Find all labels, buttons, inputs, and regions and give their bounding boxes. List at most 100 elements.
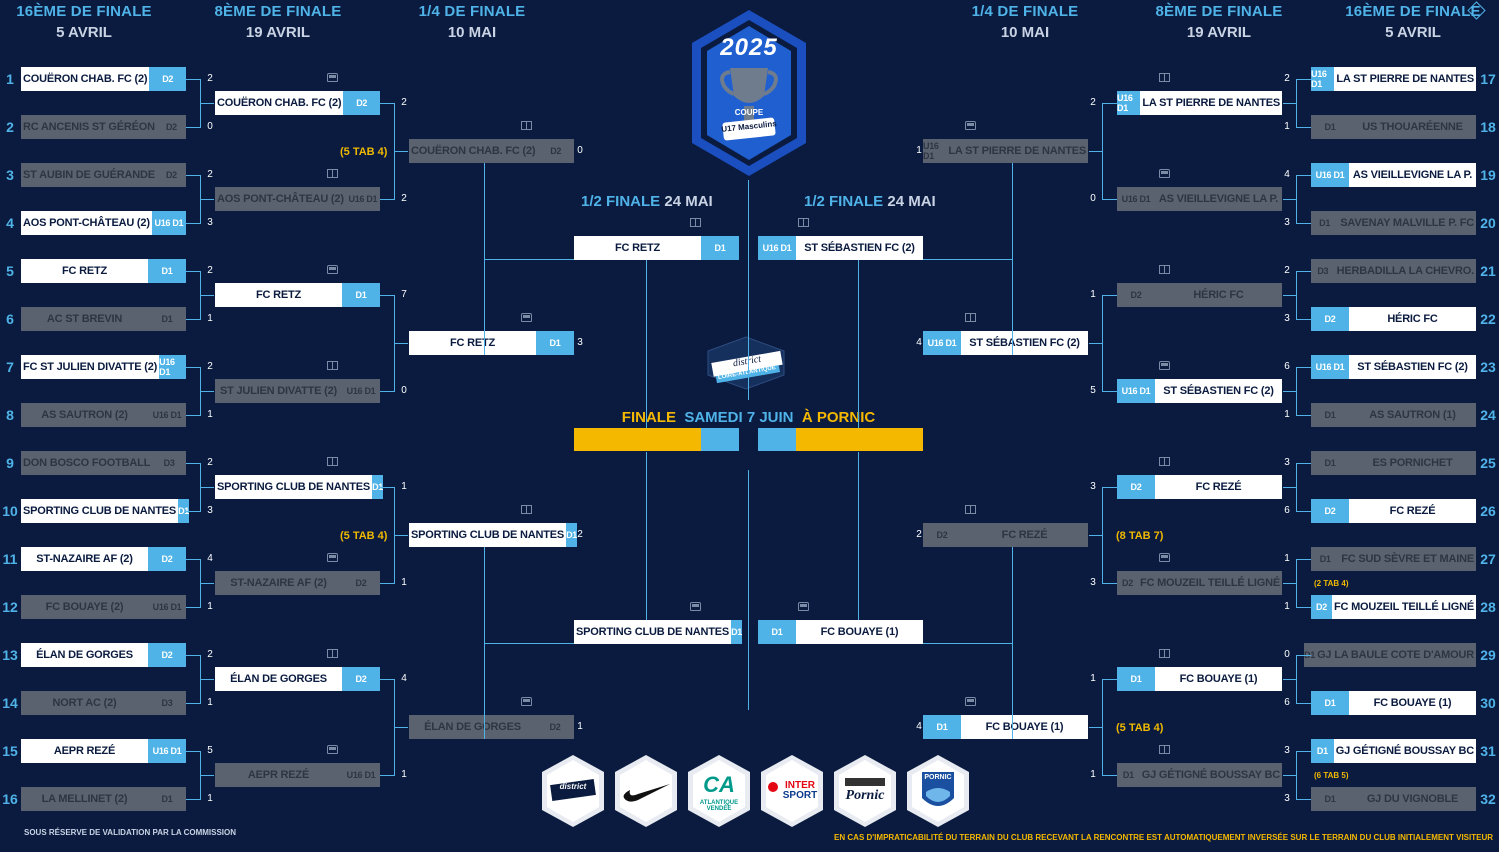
r32-left-slot[interactable]: FC BOUAYE (2)U16 D1 [21, 595, 186, 619]
match-score: 2 [207, 169, 213, 180]
match-score: 3 [207, 217, 213, 228]
r16-right-slot[interactable]: FC BOUAYE (1)D1 [1117, 667, 1282, 691]
bracket-line [1297, 751, 1311, 752]
bracket-line [200, 103, 214, 104]
seed-number: 12 [2, 599, 18, 615]
bracket-line [186, 511, 200, 512]
qf-right-slot[interactable]: FC BOUAYE (1)D1 [923, 715, 1088, 739]
round-date: 5 AVRIL [1385, 24, 1441, 41]
match-score: 1 [1284, 601, 1290, 612]
team-name: AOS PONT-CHÂTEAU (2) [21, 211, 152, 235]
r16-right-slot[interactable]: ST SÉBASTIEN FC (2)U16 D1 [1117, 379, 1282, 403]
r16-left-slot[interactable]: ST-NAZAIRE AF (2)D2 [215, 571, 380, 595]
r32-right-slot[interactable]: ST SÉBASTIEN FC (2)U16 D1 [1311, 355, 1476, 379]
match-score: 1 [207, 409, 213, 420]
r32-left-slot[interactable]: ST-NAZAIRE AF (2)D2 [21, 547, 186, 571]
r32-right-slot[interactable]: HERBADILLA LA CHEVRO.D3 [1311, 259, 1476, 283]
footer-note-right: EN CAS D'IMPRATICABILITÉ DU TERRAIN DU C… [834, 833, 1493, 842]
sf-right-slot[interactable]: FC BOUAYE (1)D1 [758, 620, 923, 644]
division-badge: D2 [343, 91, 380, 115]
r32-left-slot[interactable]: FC ST JULIEN DIVATTE (2)U16 D1 [21, 355, 186, 379]
final-title: FINALE SAMEDI 7 JUIN À PORNIC [574, 409, 923, 426]
r32-right-slot[interactable]: FC BOUAYE (1)D1 [1311, 691, 1476, 715]
r16-left-slot[interactable]: COUËRON CHAB. FC (2)D2 [215, 91, 380, 115]
bracket-line [1089, 535, 1103, 536]
r16-left-slot[interactable]: ST JULIEN DIVATTE (2)U16 D1 [215, 379, 380, 403]
r32-right-slot[interactable]: AS SAUTRON (1)D1 [1311, 403, 1476, 427]
seed-number: 13 [2, 647, 18, 663]
r32-left-slot[interactable]: AS SAUTRON (2)U16 D1 [21, 403, 186, 427]
bracket-line [380, 679, 394, 680]
seed-number: 31 [1480, 743, 1496, 759]
division-badge: U16 D1 [148, 595, 186, 619]
penalty-note: (5 TAB 4) [340, 530, 388, 542]
qf-right-slot[interactable]: ST SÉBASTIEN FC (2)U16 D1 [923, 331, 1088, 355]
division-badge: D3 [152, 451, 186, 475]
stadium-icon [965, 313, 976, 322]
sf-right-slot[interactable]: ST SÉBASTIEN FC (2)U16 D1 [758, 236, 923, 260]
match-score: 2 [401, 193, 407, 204]
r32-right-slot[interactable]: AS VIEILLEVIGNE LA P.U16 D1 [1311, 163, 1476, 187]
match-score: 3 [1284, 217, 1290, 228]
team-name: AS SAUTRON (1) [1349, 403, 1476, 427]
stadium-icon [1159, 73, 1170, 82]
round-title: 16ÈME DE FINALE [1345, 3, 1481, 20]
sponsor-label: district [559, 782, 587, 791]
seed-number: 15 [2, 743, 18, 759]
r16-left-slot[interactable]: AOS PONT-CHÂTEAU (2)U16 D1 [215, 187, 380, 211]
division-badge: U16 D1 [342, 763, 380, 787]
final-slot-right [758, 428, 923, 451]
r32-left-slot[interactable]: LA MELLINET (2)D1 [21, 787, 186, 811]
r16-right-slot[interactable]: AS VIEILLEVIGNE LA P.U16 D1 [1117, 187, 1282, 211]
qf-left-slot[interactable]: COUËRON CHAB. FC (2)D2 [409, 139, 574, 163]
penalty-note: (5 TAB 4) [1116, 722, 1164, 734]
division-badge: U16 D1 [148, 739, 186, 763]
division-badge: D2 [1117, 571, 1138, 595]
team-name: ST-NAZAIRE AF (2) [215, 571, 342, 595]
r32-left-slot[interactable]: AOS PONT-CHÂTEAU (2)U16 D1 [21, 211, 186, 235]
team-name: AS SAUTRON (2) [21, 403, 148, 427]
r32-left-slot[interactable]: COUËRON CHAB. FC (2)D2 [21, 67, 186, 91]
final-slot-left [574, 428, 739, 451]
r32-left-slot[interactable]: NORT AC (2)D3 [21, 691, 186, 715]
cup-logo: 2025 COUPE U17 Masculins [690, 8, 808, 178]
final-division-right [758, 428, 796, 451]
sponsor-label-top: INTER [785, 780, 815, 791]
seed-number: 26 [1480, 503, 1496, 519]
